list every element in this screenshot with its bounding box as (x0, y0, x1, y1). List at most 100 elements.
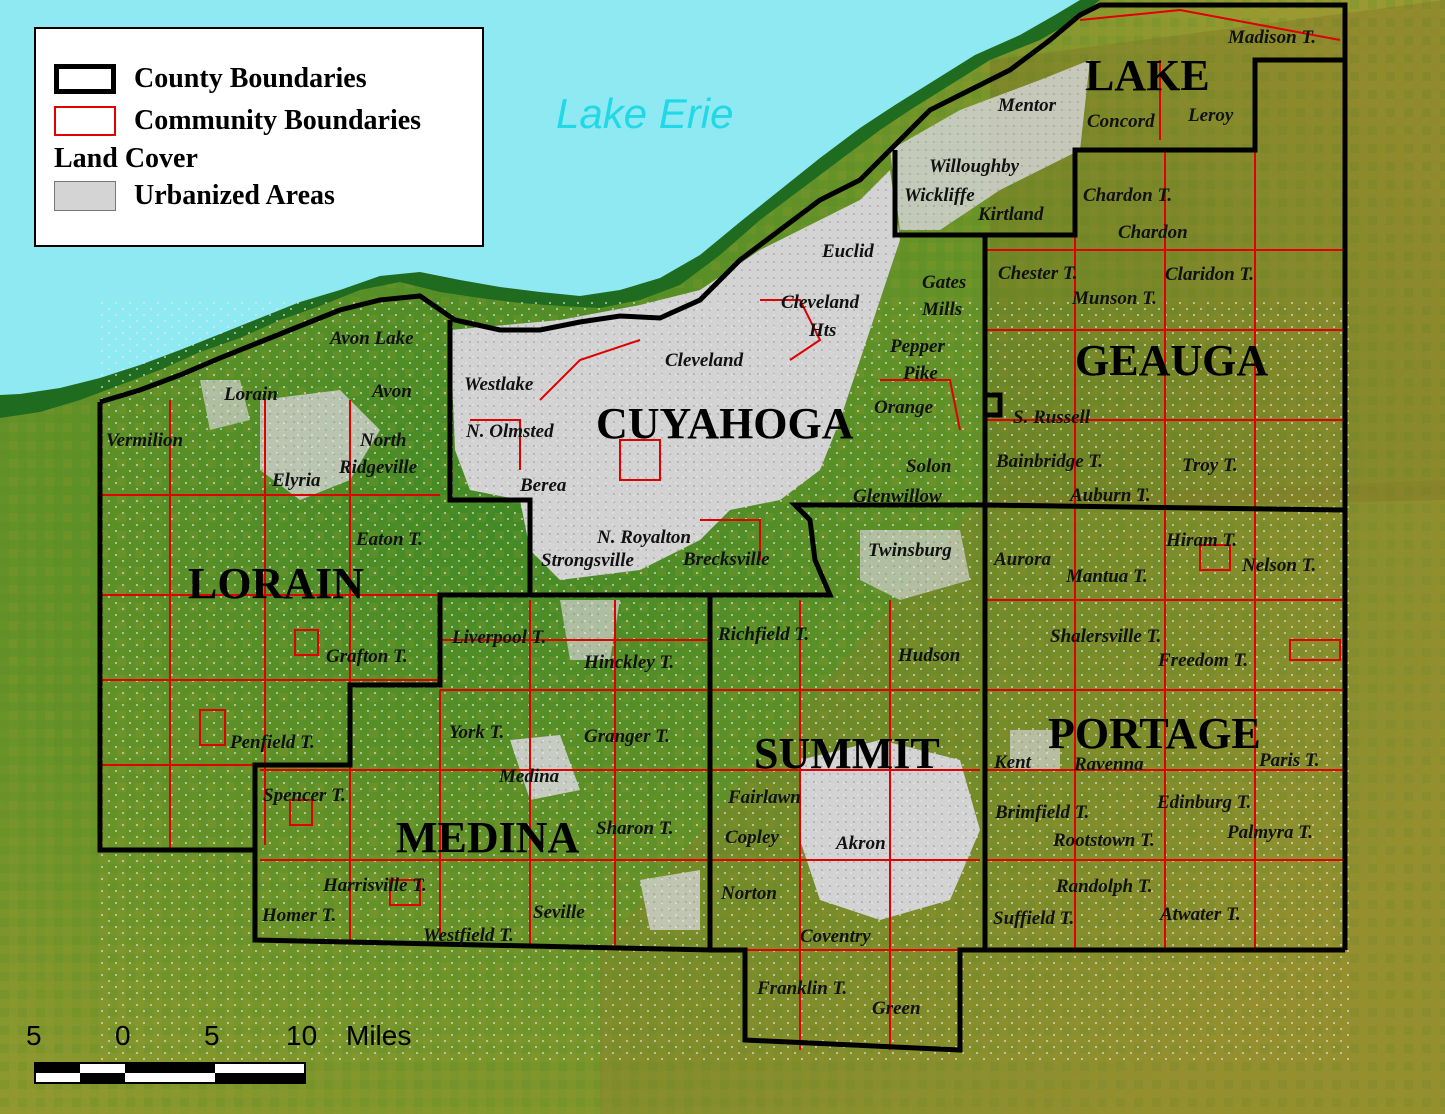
place-label: Edinburg T. (1156, 792, 1251, 813)
place-label: Hiram T. (1165, 530, 1237, 551)
place-label: Cleveland (781, 292, 860, 313)
place-label: Leroy (1187, 105, 1234, 126)
place-label: Shalersville T. (1050, 626, 1161, 647)
place-label: Cleveland (665, 350, 744, 371)
scale-tick-label: 5 (26, 1020, 42, 1051)
place-label: Harrisville T. (322, 875, 427, 896)
scale-bar-graphic (34, 1062, 306, 1084)
place-label: Suffield T. (993, 908, 1074, 929)
urbanized-swatch (54, 181, 116, 211)
place-label: Wickliffe (904, 185, 975, 206)
place-label: Palmyra T. (1226, 822, 1313, 843)
county-label-portage: PORTAGE (1048, 709, 1261, 758)
county-label-lake: LAKE (1085, 51, 1210, 100)
place-label: Mantua T. (1065, 566, 1148, 587)
scale-tick-label: 10 (286, 1020, 318, 1051)
place-label: Twinsburg (868, 540, 952, 561)
place-label: Claridon T. (1165, 264, 1254, 285)
place-label: Atwater T. (1159, 904, 1241, 925)
place-label: Mills (921, 299, 962, 320)
place-label: Lorain (223, 384, 278, 405)
place-label: Avon (371, 381, 412, 402)
place-label: Hts (808, 320, 836, 341)
place-label: Chester T. (998, 263, 1078, 284)
county-label-summit: SUMMIT (754, 729, 940, 778)
legend-county-row: County Boundaries (54, 63, 367, 95)
community-boundary-swatch (54, 106, 116, 136)
place-label: Paris T. (1258, 750, 1320, 771)
place-label: N. Royalton (596, 527, 691, 548)
place-label: Glenwillow (853, 486, 942, 507)
place-label: Brecksville (682, 549, 770, 570)
place-label: Copley (725, 827, 779, 848)
place-label: Munson T. (1071, 288, 1157, 309)
scale-bar: 5 0 5 10 Miles (0, 1020, 411, 1090)
place-label: York T. (449, 722, 504, 743)
place-label: Medina (498, 766, 560, 787)
place-label: Westfield T. (423, 925, 514, 946)
place-label: Ridgeville (338, 457, 418, 478)
county-boundary-swatch (54, 64, 116, 94)
place-label: Nelson T. (1241, 555, 1316, 576)
place-label: Kent (993, 752, 1032, 773)
place-label: Gates (922, 272, 966, 293)
place-label: Freedom T. (1157, 650, 1248, 671)
legend-landcover-row: Land Cover (54, 143, 198, 175)
place-label: Madison T. (1227, 27, 1316, 48)
place-label: Granger T. (584, 726, 670, 747)
place-label: Franklin T. (756, 978, 847, 999)
place-label: S. Russell (1013, 407, 1091, 428)
place-label: Coventry (800, 926, 871, 947)
place-label: North (359, 430, 406, 451)
place-label: Sharon T. (596, 818, 673, 839)
place-label: Avon Lake (329, 328, 414, 349)
place-label: Auburn T. (1069, 485, 1151, 506)
lake-erie-label: Lake Erie (556, 90, 734, 137)
place-label: Fairlawn (727, 787, 801, 808)
place-label: Akron (835, 833, 886, 854)
legend-landcover-label: Land Cover (54, 143, 198, 174)
place-label: Randolph T. (1055, 876, 1152, 897)
place-label: Berea (519, 475, 567, 496)
place-label: Chardon (1118, 222, 1188, 243)
place-label: Norton (720, 883, 777, 904)
legend-community-label: Community Boundaries (134, 105, 422, 136)
place-label: Pepper (889, 336, 945, 357)
place-label: Hudson (897, 645, 960, 666)
legend-community-row: Community Boundaries (54, 105, 421, 137)
place-label: Spencer T. (263, 785, 346, 806)
place-label: Eaton T. (355, 529, 423, 550)
place-label: Grafton T. (326, 646, 408, 667)
place-label: Ravenna (1073, 754, 1144, 775)
place-label: Green (872, 998, 921, 1019)
place-label: Pike (902, 363, 938, 384)
place-label: Troy T. (1182, 455, 1238, 476)
place-label: Richfield T. (717, 624, 809, 645)
scale-tick-label: 5 (204, 1020, 220, 1051)
place-label: Bainbridge T. (995, 451, 1103, 472)
scale-unit: Miles (346, 1020, 412, 1051)
scale-tick-label: 0 (115, 1020, 131, 1051)
place-label: Rootstown T. (1052, 830, 1155, 851)
place-label: Concord (1087, 111, 1155, 132)
place-label: Willoughby (929, 156, 1020, 177)
community-boundaries (100, 8, 1345, 1050)
place-label: Westlake (464, 374, 534, 395)
place-label: Vermilion (106, 430, 183, 451)
place-label: Liverpool T. (451, 627, 546, 648)
legend-urban-row: Urbanized Areas (54, 180, 335, 212)
place-label: Strongsville (541, 550, 634, 571)
place-label: Euclid (821, 241, 874, 262)
map-legend: County Boundaries Community Boundaries L… (34, 27, 484, 247)
place-label: Homer T. (261, 905, 336, 926)
legend-county-label: County Boundaries (134, 63, 367, 94)
place-label: Aurora (993, 549, 1052, 570)
place-label: Seville (533, 902, 585, 923)
county-label-medina: MEDINA (396, 813, 580, 862)
place-label: Brimfield T. (994, 802, 1089, 823)
place-label: Solon (906, 456, 951, 477)
county-label-cuyahoga: CUYAHOGA (596, 399, 854, 448)
county-label-geauga: GEAUGA (1075, 336, 1268, 385)
place-label: Chardon T. (1083, 185, 1172, 206)
